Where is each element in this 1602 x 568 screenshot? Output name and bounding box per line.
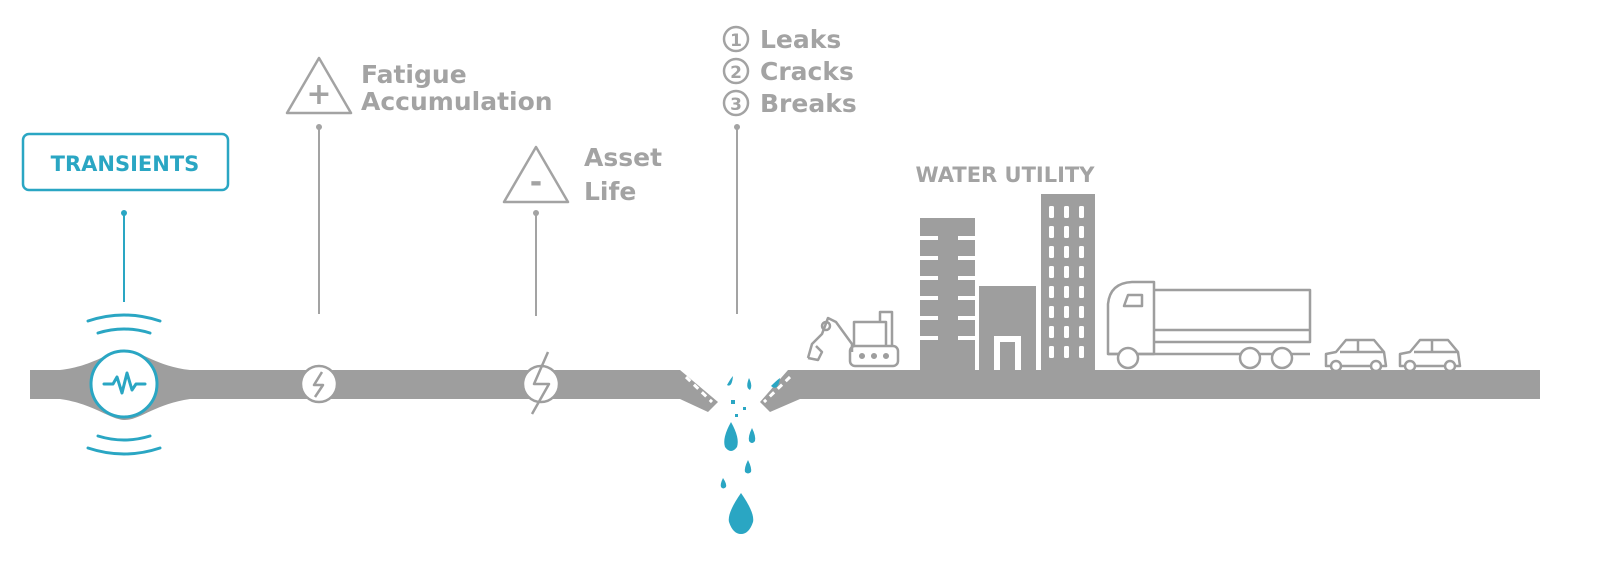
fatigue-sign: + bbox=[306, 77, 331, 112]
transient-waves bbox=[86, 313, 162, 456]
window bbox=[1079, 326, 1084, 338]
water-utility-label: WATER UTILITY bbox=[916, 163, 1096, 187]
window bbox=[1064, 306, 1069, 318]
window bbox=[1049, 226, 1054, 238]
truck-icon bbox=[1106, 280, 1312, 370]
water-drop-icon bbox=[744, 460, 752, 474]
window bbox=[1079, 226, 1084, 238]
building-icon bbox=[979, 286, 1036, 370]
window bbox=[1064, 226, 1069, 238]
warning-triangle-icon bbox=[502, 145, 570, 204]
water-drop-icon bbox=[720, 478, 727, 489]
transients-group: TRANSIENTS bbox=[21, 132, 230, 456]
window bbox=[1079, 346, 1084, 358]
failure-num: 2 bbox=[730, 63, 742, 83]
crack-icon bbox=[312, 371, 325, 398]
pipe-right-segment bbox=[760, 370, 1540, 412]
waveform-icon bbox=[102, 371, 147, 395]
warning-triangle-icon bbox=[285, 56, 353, 115]
crack-icon bbox=[530, 351, 551, 415]
car-icon bbox=[1324, 338, 1388, 373]
failure-num: 3 bbox=[730, 95, 742, 115]
failure-text: Cracks bbox=[760, 57, 854, 86]
window bbox=[1064, 246, 1069, 258]
fatigue-label-line2: Accumulation bbox=[361, 87, 553, 116]
window bbox=[1049, 246, 1054, 258]
window bbox=[1079, 306, 1084, 318]
excavator-icon bbox=[806, 310, 900, 368]
window bbox=[1079, 266, 1084, 278]
failure-item-cracks: 2 Cracks bbox=[722, 57, 854, 86]
water-drop-icon bbox=[728, 493, 754, 534]
fatigue-group: + Fatigue Accumulation bbox=[285, 56, 553, 404]
failure-text: Leaks bbox=[760, 25, 841, 54]
pipeline bbox=[30, 350, 1540, 420]
window bbox=[1079, 206, 1084, 218]
window bbox=[1079, 286, 1084, 298]
water-drop-icon bbox=[771, 378, 780, 388]
failures-group: 1 Leaks 2 Cracks 3 Breaks bbox=[722, 25, 857, 314]
water-drop-icon bbox=[748, 428, 756, 443]
transients-label: TRANSIENTS bbox=[51, 152, 200, 176]
window bbox=[1049, 326, 1054, 338]
failure-text: Breaks bbox=[760, 89, 857, 118]
window bbox=[1064, 326, 1069, 338]
failure-num: 1 bbox=[730, 31, 742, 51]
asset-sign: - bbox=[530, 165, 542, 200]
water-drop-icon bbox=[724, 422, 738, 451]
pipe-left-segment bbox=[30, 350, 718, 420]
window bbox=[1049, 266, 1054, 278]
water-drop-icon bbox=[727, 376, 733, 386]
window bbox=[1049, 286, 1054, 298]
window bbox=[1064, 346, 1069, 358]
asset-label-line2: Life bbox=[584, 177, 636, 206]
building-icon bbox=[920, 218, 975, 370]
transients-box bbox=[21, 132, 230, 192]
building-icon bbox=[1041, 194, 1095, 370]
window bbox=[1064, 206, 1069, 218]
failure-item-breaks: 3 Breaks bbox=[722, 89, 857, 118]
failure-item-leaks: 1 Leaks bbox=[722, 25, 841, 54]
window bbox=[1079, 246, 1084, 258]
car-icon bbox=[1398, 338, 1462, 373]
asset-life-group: - Asset Life bbox=[502, 143, 662, 415]
fatigue-label-line1: Fatigue bbox=[361, 60, 467, 89]
water-leak bbox=[720, 376, 780, 534]
water-drop-icon bbox=[747, 378, 752, 390]
window bbox=[1064, 286, 1069, 298]
window bbox=[1064, 266, 1069, 278]
window bbox=[1049, 206, 1054, 218]
asset-label-line1: Asset bbox=[584, 143, 662, 172]
window bbox=[1049, 306, 1054, 318]
window bbox=[1049, 346, 1054, 358]
